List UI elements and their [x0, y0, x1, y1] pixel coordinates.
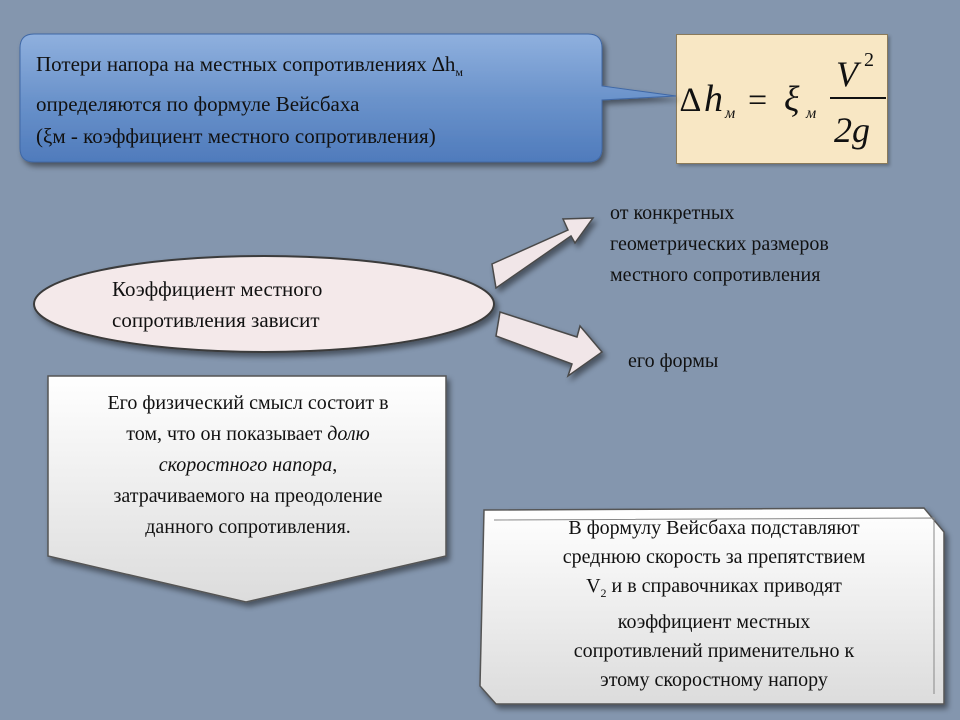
dependency-shape: его формы [628, 350, 719, 372]
dependency-geometry-line-3: местного сопротивления [610, 264, 821, 286]
callout-line-2: определяются по формуле Вейсбаха [36, 92, 360, 117]
weisbach-line-3b: и в справочниках приводят [606, 575, 842, 597]
meaning-line-3b: , [332, 454, 338, 476]
meaning-line-2a: том, что он показывает [126, 423, 328, 445]
callout-line-3: (ξм - коэффициент местного сопротивления… [36, 124, 436, 149]
meaning-line-3a: скоростного напора [158, 454, 333, 476]
dependency-geometry: от конкретных геометрических размеров ме… [610, 198, 930, 291]
meaning-line-1: Его физический смысл состоит в [107, 392, 389, 414]
weisbach-note-shape [479, 507, 945, 705]
ellipse-text: Коэффициент местного сопротивления завис… [112, 274, 442, 336]
formula-delta: ∆ [680, 82, 701, 119]
formula-numerator: V [836, 54, 862, 94]
formula-h: h [704, 78, 723, 120]
dependency-geometry-line-1: от конкретных [610, 202, 735, 224]
formula-h-sub: м [724, 105, 735, 122]
weisbach-note-text: В формулу Вейсбаха подставляют среднюю с… [486, 514, 942, 695]
weisbach-line-1: В формулу Вейсбаха подставляют [568, 517, 860, 539]
ellipse-line-1: Коэффициент местного [112, 277, 323, 301]
arrow-up-right-icon [491, 217, 595, 290]
ellipse-line-2: сопротивления зависит [112, 308, 320, 332]
weisbach-line-4: коэффициент местных [617, 611, 811, 633]
weisbach-line-6: этому скоростному напору [600, 669, 828, 691]
formula-xi: ξ [784, 79, 800, 119]
meaning-shape [47, 375, 447, 603]
meaning-line-4: затрачиваемого на преодоление [113, 485, 383, 507]
formula-denominator: 2g [834, 110, 870, 150]
weisbach-line-5: сопротивлений применительно к [573, 640, 855, 662]
callout-line-1-sub: м [455, 65, 463, 80]
coefficient-ellipse [33, 255, 495, 353]
formula-equals: = [748, 82, 767, 119]
formula-xi-sub: м [805, 105, 816, 122]
weisbach-line-3-sub: 2 [600, 586, 607, 600]
arrow-down-right-icon [495, 311, 604, 378]
callout-line-1: Потери напора на местных сопротивлениях … [36, 52, 456, 76]
weisbach-line-3a: V [586, 575, 601, 597]
formula-numerator-exp: 2 [864, 49, 874, 71]
formula-callout [19, 33, 677, 163]
dependency-geometry-line-2: геометрических размеров [610, 233, 829, 255]
meaning-text: Его физический смысл состоит в том, что … [48, 388, 448, 543]
weisbach-formula: ∆ h м = ξ м V 2 2g [680, 49, 886, 150]
callout-text: Потери напора на местных сопротивлениях … [36, 48, 596, 152]
meaning-line-2b: долю [327, 423, 370, 445]
meaning-line-5: данного сопротивления. [145, 516, 351, 538]
weisbach-line-2: среднюю скорость за препятствием [562, 546, 866, 568]
